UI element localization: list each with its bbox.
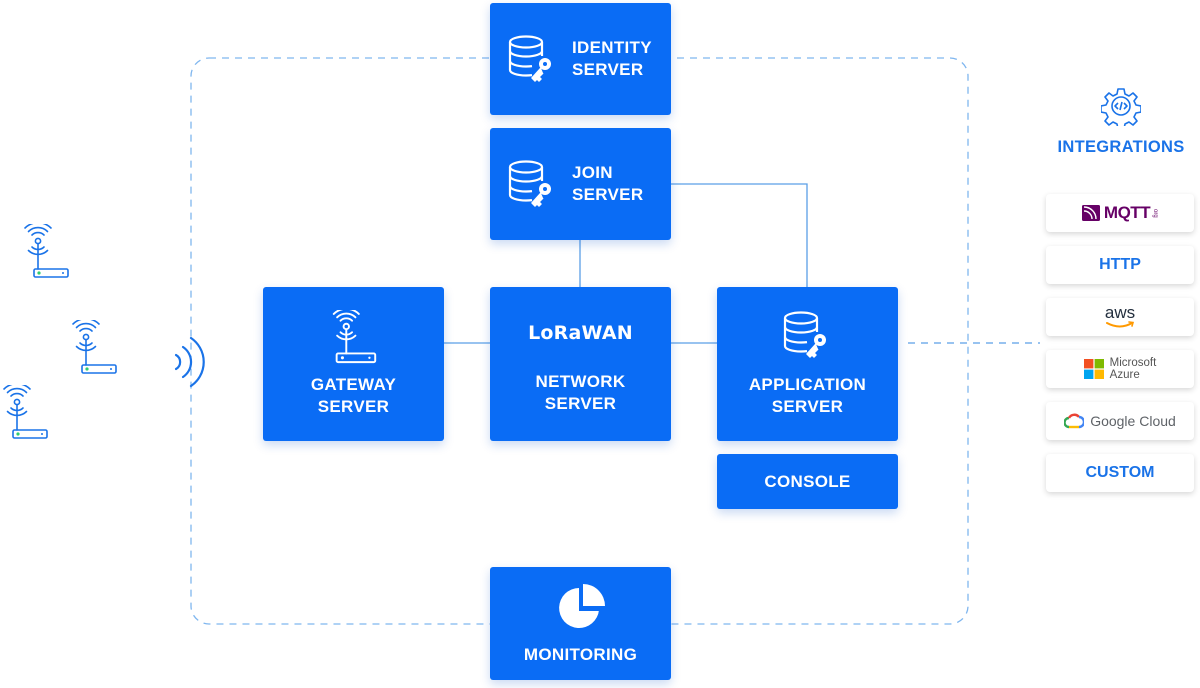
identity-server-box: IDENTITY SERVER [490,3,671,115]
application-server-box: APPLICATION SERVER [717,287,898,441]
pie-chart-icon [558,583,605,628]
gateway-device-icon [3,385,48,439]
application-server-label: APPLICATION SERVER [748,375,867,416]
microsoft-logo-icon [1083,359,1104,379]
identity-server-label: IDENTITY SERVER [572,38,652,79]
http-label: HTTP [1099,256,1141,273]
lorawan-logo: LoRaWAN [528,322,633,344]
azure-label-line2: Azure [1109,369,1140,381]
google-cloud-logo-icon [1064,413,1085,429]
gateway-server-label: GATEWAY SERVER [310,375,397,416]
gateway-antenna-icon [332,310,376,364]
integrations-title: INTEGRATIONS [1057,138,1185,156]
mqtt-logo-icon [1081,205,1100,221]
integration-card-azure[interactable]: Microsoft Azure [1046,350,1194,388]
aws-label: aws [1104,303,1136,322]
integration-card-mqtt[interactable]: MQTT org [1046,194,1194,232]
database-key-icon [508,160,551,207]
network-server-label: NETWORK SERVER [535,372,626,413]
mqtt-org-label: org [1152,208,1159,218]
join-server-box: JOIN SERVER [490,128,671,240]
radio-waves-icon [174,336,205,388]
monitoring-box: MONITORING [490,567,671,680]
integration-card-aws[interactable]: aws [1046,298,1194,336]
azure-label: Microsoft Azure [1110,357,1157,381]
azure-label-line1: Microsoft [1109,357,1157,369]
join-server-label: JOIN SERVER [572,163,644,204]
link-join-application [670,183,808,287]
google-cloud-label: Google Cloud [1090,413,1176,429]
integration-card-http[interactable]: HTTP [1046,246,1194,284]
gateway-device-icon [24,224,69,278]
gateway-device-icon [72,320,117,374]
mqtt-label: MQTT [1103,203,1151,222]
console-box: CONSOLE [717,454,898,509]
integration-card-google-cloud[interactable]: Google Cloud [1046,402,1194,440]
gateway-server-box: GATEWAY SERVER [263,287,444,441]
console-label: CONSOLE [764,471,851,491]
aws-smile-icon [1105,321,1135,328]
gear-code-icon [1101,88,1141,126]
database-key-icon [783,311,826,358]
database-key-icon [508,35,551,82]
monitoring-label: MONITORING [523,644,638,664]
integration-card-custom[interactable]: CUSTOM [1046,454,1194,492]
network-server-box: LoRaWAN NETWORK SERVER [490,287,671,441]
custom-label: CUSTOM [1085,464,1155,481]
